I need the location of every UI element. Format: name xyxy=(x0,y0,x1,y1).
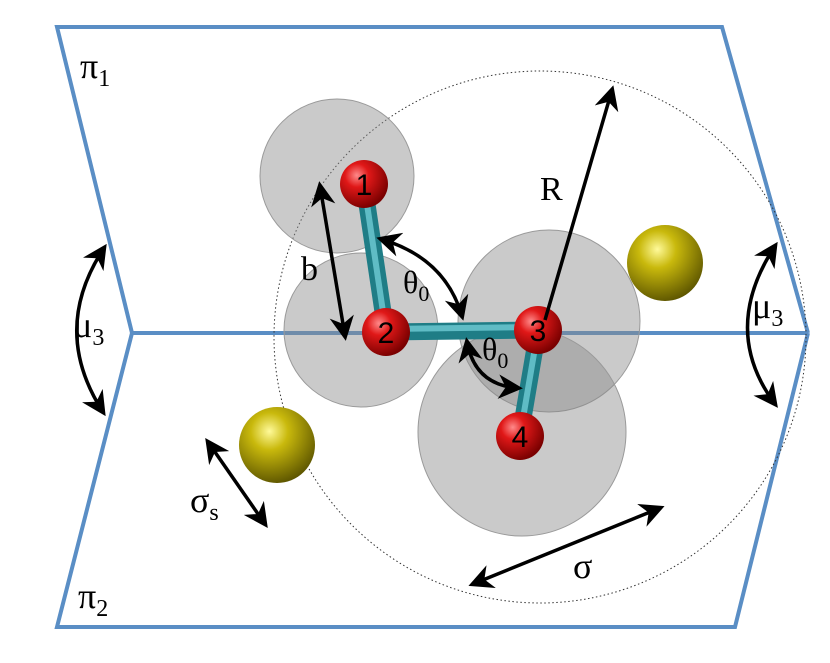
radius-label: R xyxy=(540,171,563,208)
plane-top xyxy=(54,25,810,334)
dihedral-angle-right-arrow xyxy=(745,241,778,408)
dihedral-angle-left-label: μ3 xyxy=(73,305,104,351)
confining-sphere xyxy=(273,70,807,604)
solvent-particle-right xyxy=(627,225,703,301)
plane-top-label: π1 xyxy=(80,46,110,92)
bead-1: 1 xyxy=(340,160,388,208)
bead-shell-1 xyxy=(259,98,415,254)
solvent-particle-left xyxy=(239,407,315,483)
bead-label-2: 2 xyxy=(378,317,395,350)
bead-shells xyxy=(259,98,641,537)
radius-arrow xyxy=(543,85,619,321)
plane-bottom-label: π2 xyxy=(78,576,108,622)
dihedral-angle-left-arrow xyxy=(75,243,107,417)
bond-angle-lower-label: θ0 xyxy=(482,331,508,373)
bead-diameter-arrow xyxy=(468,504,665,588)
dihedral-angle-right-label: μ3 xyxy=(752,286,783,332)
bead-label-1: 1 xyxy=(356,169,373,202)
plane-bottom xyxy=(54,332,810,629)
bead-label-3: 3 xyxy=(530,315,547,348)
bond-angle-upper-arrow xyxy=(376,232,469,321)
bead-diameter-label: σ xyxy=(573,546,592,586)
bond-length-label: b xyxy=(301,251,318,288)
bead-3: 3 xyxy=(514,306,562,354)
bond-angle-lower-arrow xyxy=(458,337,523,399)
bond-angle-upper-label: θ0 xyxy=(403,264,429,306)
arrows xyxy=(75,85,778,588)
bead-4: 4 xyxy=(496,412,544,460)
bead-2: 2 xyxy=(362,308,410,356)
solvent-diameter-label: σs xyxy=(190,480,219,526)
bead-label-4: 4 xyxy=(512,421,529,454)
bond-length-arrow xyxy=(311,181,354,341)
solvent-diameter-arrow xyxy=(205,437,268,529)
